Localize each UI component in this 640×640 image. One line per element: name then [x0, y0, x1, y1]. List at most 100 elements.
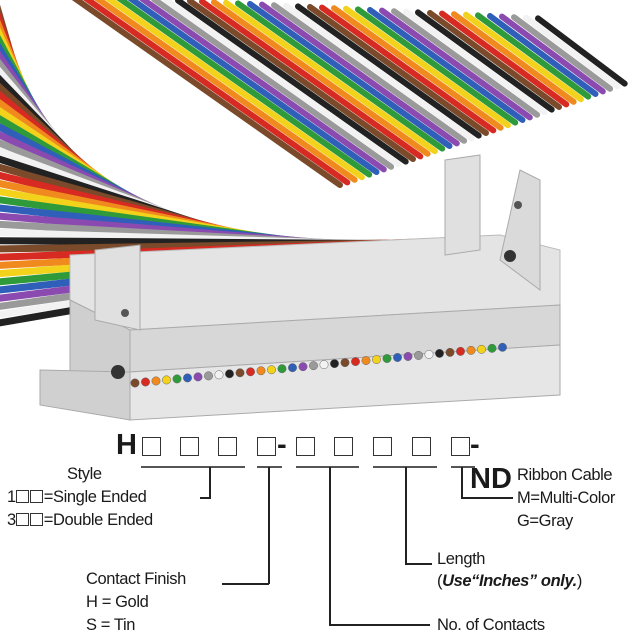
back-wire [523, 14, 621, 90]
style-leader-h [200, 497, 211, 499]
wire-end [214, 370, 224, 380]
length-box-2 [412, 437, 431, 456]
style-box-1 [142, 437, 161, 456]
back-wire [151, 0, 395, 170]
back-wire [487, 13, 599, 97]
contacts-leader-h [329, 624, 430, 626]
wire-end [456, 346, 465, 356]
back-wire [319, 4, 497, 134]
contacts-underline [296, 466, 359, 468]
back-wire [127, 0, 380, 175]
contacts-box-1 [296, 437, 315, 456]
small-box [30, 513, 44, 526]
style-text: =Single Ended [43, 488, 147, 506]
wire-end [183, 373, 192, 383]
back-wire [355, 6, 519, 126]
wire-end [204, 371, 213, 381]
contact-finish-title: Contact Finish [86, 570, 186, 588]
ribbon-gray: G=Gray [517, 512, 573, 530]
back-wire [105, 0, 365, 181]
back-wire [427, 10, 562, 110]
back-wire [116, 0, 373, 178]
ribbon-cable-assembly-illustration [0, 0, 628, 421]
small-box [30, 490, 44, 503]
part-prefix: H [116, 429, 137, 461]
style-leader [209, 467, 211, 498]
ribbon-underline [451, 466, 475, 468]
wire-end [477, 344, 486, 354]
idc-connector [39, 154, 561, 421]
back-wire [307, 4, 489, 136]
style-underline [141, 466, 245, 468]
contacts-box-2 [334, 437, 353, 456]
back-wire [175, 0, 409, 165]
back-wire [295, 3, 482, 139]
small-box [16, 490, 30, 503]
length-note-text: Use“Inches” only. [442, 572, 577, 590]
style-code: 1 [7, 488, 16, 506]
back-wire [499, 13, 606, 95]
small-box [16, 513, 30, 526]
length-leader-h [405, 563, 432, 565]
back-wire [343, 5, 511, 129]
wire-end [445, 347, 455, 357]
wire-end [141, 377, 150, 387]
back-wire [211, 0, 431, 157]
style-option-double: 3=Double Ended [7, 509, 153, 531]
back-wire [199, 0, 424, 160]
style-box-3 [218, 437, 237, 456]
back-wire [535, 15, 628, 87]
back-wire [94, 0, 358, 183]
finish-underline [257, 466, 282, 468]
back-wire [463, 11, 584, 103]
back-wire [235, 0, 446, 152]
back-wire [511, 14, 614, 92]
back-wire [367, 7, 526, 123]
wire-end [130, 378, 140, 388]
ribbon-leader [461, 467, 463, 498]
style-text: =Double Ended [43, 511, 153, 529]
back-wire [163, 0, 402, 168]
back-wire [223, 0, 438, 155]
back-wire [379, 7, 533, 121]
length-note: (Use“Inches” only.) [437, 570, 582, 592]
wire-end [298, 362, 308, 372]
length-box-1 [373, 437, 392, 456]
wire-end [267, 365, 276, 375]
back-wire [259, 1, 460, 147]
paren: ) [576, 572, 583, 590]
wire-end [424, 349, 434, 359]
back-ribbon-cable [71, 0, 628, 188]
ribbon-box [451, 437, 470, 456]
wire-end [172, 374, 182, 384]
finish-leader-h [222, 583, 269, 585]
wire-end [361, 356, 371, 366]
wire-end [466, 345, 476, 355]
style-option-single: 1 =Single Ended [7, 486, 147, 508]
wire-end [235, 368, 245, 378]
back-wire [247, 1, 453, 149]
wire-end [372, 355, 381, 364]
wire-end [193, 372, 203, 382]
wire-end [340, 358, 350, 368]
length-leader [405, 467, 407, 564]
back-wire [415, 9, 555, 113]
wire-end [225, 369, 234, 379]
contacts-leader [329, 467, 331, 625]
contact-finish-gold: H = Gold [86, 593, 149, 611]
back-wire [391, 8, 541, 118]
paren: ( [437, 572, 443, 590]
back-wire [439, 10, 570, 108]
wire-end [319, 360, 329, 370]
wire-end [246, 367, 255, 377]
back-wire [475, 12, 592, 100]
back-wire [451, 11, 577, 105]
back-wire [271, 2, 468, 144]
back-wire [331, 5, 504, 131]
wire-end [414, 351, 423, 360]
wire-end [330, 359, 339, 369]
wire-end [162, 375, 171, 385]
style-title: Style [67, 465, 102, 483]
wire-end [277, 364, 287, 374]
wire-end [351, 357, 360, 367]
